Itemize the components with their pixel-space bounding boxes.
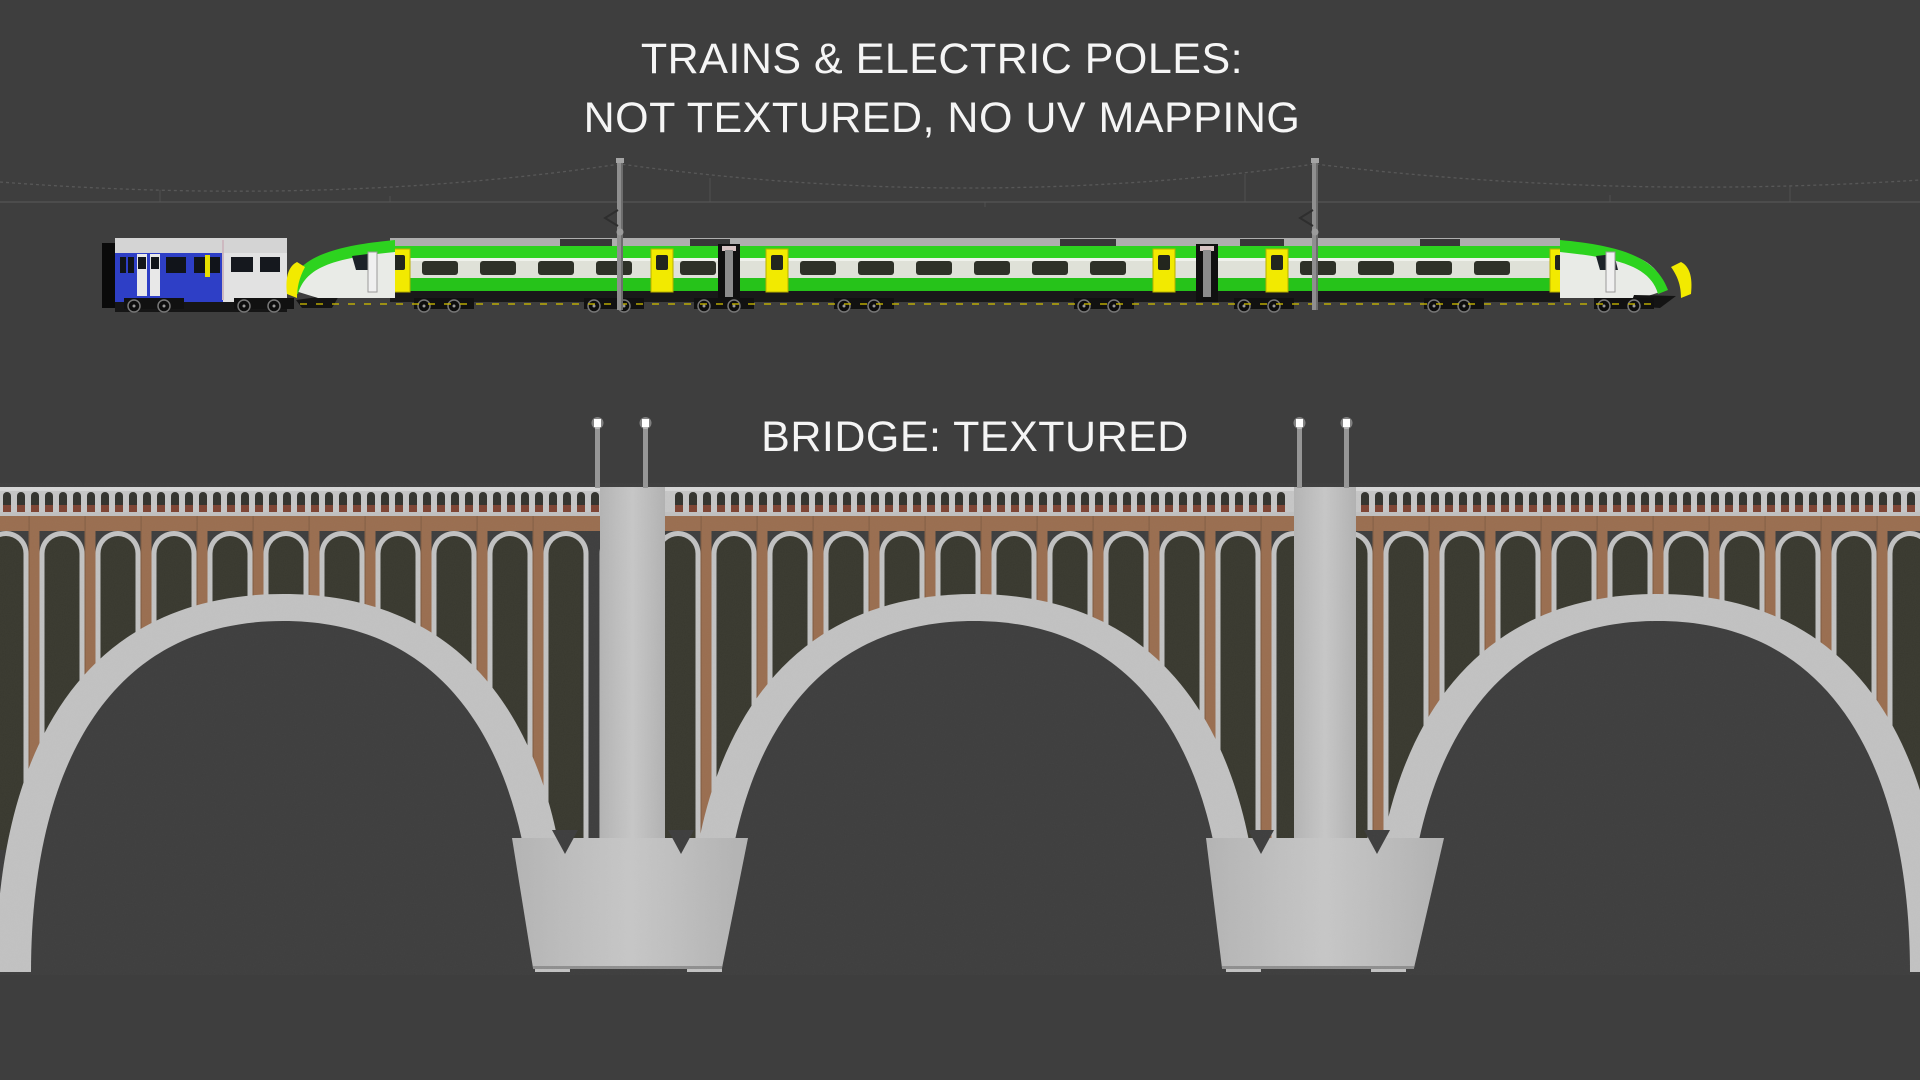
train-model[interactable] (102, 238, 1692, 313)
caption-trains-line1: TRAINS & ELECTRIC POLES: (640, 35, 1244, 83)
catenary-wires[interactable] (0, 163, 1920, 207)
caption-trains: TRAINS & ELECTRIC POLES: NOT TEXTURED, N… (584, 30, 1301, 148)
caption-bridge: BRIDGE: TEXTURED (761, 413, 1189, 461)
caption-trains-line2: NOT TEXTURED, NO UV MAPPING (583, 94, 1301, 142)
electric-pole-masts[interactable] (603, 158, 1319, 310)
bridge-model[interactable] (0, 417, 1920, 972)
